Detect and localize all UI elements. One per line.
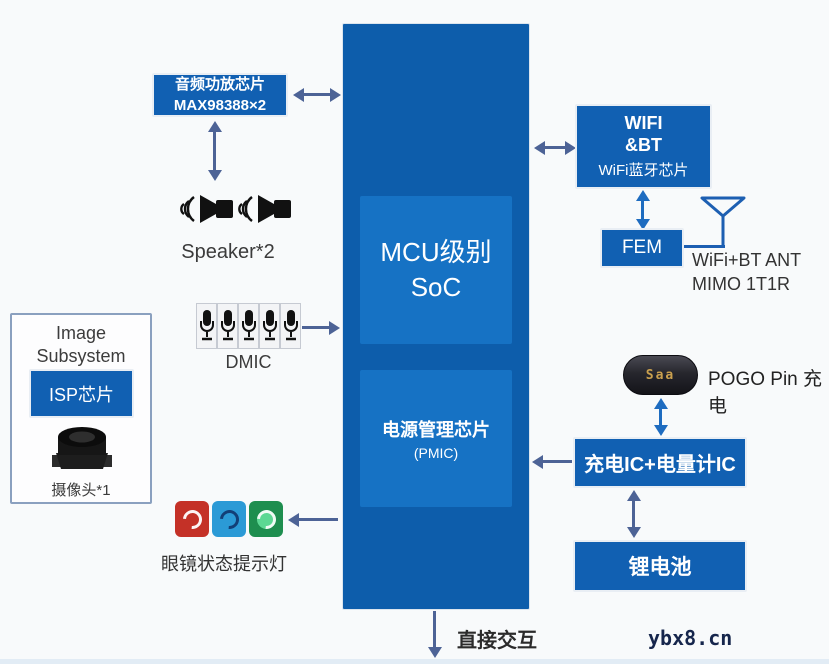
arrow-pogo-charger xyxy=(659,408,662,426)
status-led-label: 眼镜状态提示灯 xyxy=(161,554,287,574)
pogo-pin-icon: Saa xyxy=(623,355,698,395)
led-green-icon xyxy=(249,501,283,537)
isp-box: ISP芯片 xyxy=(29,369,134,418)
mcu-soc-box: MCU级别 SoC xyxy=(360,196,512,344)
antenna-icon xyxy=(700,196,746,247)
mic-icon xyxy=(196,303,217,349)
mic-icon xyxy=(217,303,238,349)
charger-ic-box: 充电IC+电量计IC xyxy=(573,437,747,488)
battery-box: 锂电池 xyxy=(573,540,747,592)
arrow-amp-soc xyxy=(303,93,331,96)
watermark: ybx8.cn xyxy=(648,626,733,650)
arrow-wifi-fem xyxy=(641,200,644,220)
arrow-soc-leds xyxy=(298,518,338,521)
antenna-label: WiFi+BT ANT MIMO 1T1R xyxy=(692,250,802,295)
pmic-box: 电源管理芯片 (PMIC) xyxy=(360,370,512,507)
wifi-line2: &BT xyxy=(625,135,662,155)
speaker-label: Speaker*2 xyxy=(181,241,275,263)
mic-icon xyxy=(238,303,259,349)
status-led-icons xyxy=(175,501,283,537)
pmic-subtitle: (PMIC) xyxy=(413,445,459,461)
speaker-icon xyxy=(180,195,233,223)
arrow-soc-wifi xyxy=(544,146,566,149)
led-red-icon xyxy=(175,501,209,537)
arrow-charger-battery xyxy=(632,500,635,528)
arrow-amp-speakers xyxy=(213,131,216,171)
arrow-charger-soc xyxy=(542,460,572,463)
speaker-icon xyxy=(238,195,291,223)
pogo-pin-contacts: Saa xyxy=(645,367,676,383)
arrow-soc-interaction xyxy=(433,611,436,648)
fem-antenna-line xyxy=(684,245,725,248)
pogo-label: POGO Pin 充电 xyxy=(708,369,823,417)
bottom-edge-strip xyxy=(0,659,829,664)
camera-sensor-label: 摄像头*1 xyxy=(51,482,111,499)
wifi-line1: WIFI xyxy=(624,113,663,134)
wifi-line3: WiFi蓝牙芯片 xyxy=(598,161,689,179)
dmic-label: DMIC xyxy=(225,352,272,372)
led-blue-icon xyxy=(212,501,246,537)
wifi-bt-box: WIFI &BT WiFi蓝牙芯片 xyxy=(575,104,712,189)
pmic-title: 电源管理芯片 xyxy=(382,420,490,440)
speaker-icons xyxy=(180,190,296,228)
image-subsystem-title: Image Subsystem xyxy=(36,323,126,366)
mic-icon xyxy=(280,303,301,349)
mic-icon xyxy=(259,303,280,349)
camera-module-icon xyxy=(52,427,112,469)
fem-box: FEM xyxy=(600,228,684,268)
arrow-dmic-soc xyxy=(302,326,330,329)
interaction-label: 直接交互 xyxy=(457,630,537,652)
image-subsystem-box: Image Subsystem ISP芯片 摄像头*1 xyxy=(10,313,152,504)
audio-amp-box: 音频功放芯片 MAX98388×2 xyxy=(152,73,288,117)
dmic-icons xyxy=(196,303,301,349)
